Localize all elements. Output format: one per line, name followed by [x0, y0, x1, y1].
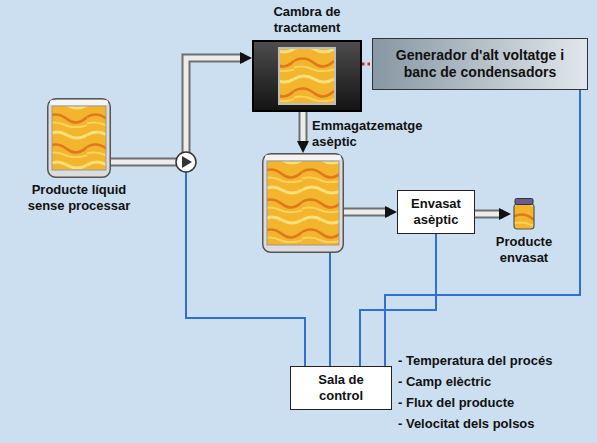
- chamber-illustration: [254, 42, 360, 110]
- tank-liquid: [52, 106, 106, 170]
- pipe-inner: [344, 210, 389, 215]
- control-wire: [360, 234, 436, 366]
- tank-symbol: [47, 98, 111, 178]
- tank-symbol: [262, 153, 344, 253]
- process-box: Envasat asèptic: [397, 190, 475, 234]
- treatment-cell: [279, 48, 335, 104]
- pipe-outer: [111, 58, 244, 162]
- chamber-node: Cambra de tractament: [252, 4, 362, 112]
- connector: [330, 253, 331, 366]
- parameter-label: - Flux del producte: [398, 392, 552, 413]
- node-label: Sala de control: [297, 372, 385, 404]
- connector: [360, 234, 436, 366]
- pump-symbol: [176, 152, 196, 172]
- connector: [475, 214, 511, 215]
- process-box: Sala de control: [290, 366, 392, 410]
- process-box: Sala de control: [290, 366, 392, 410]
- tank-liquid: [267, 161, 339, 245]
- pipe-inner: [475, 212, 503, 217]
- pump-arrow: [182, 156, 192, 168]
- node-label: Producte líquid sense processar: [12, 182, 146, 214]
- arrow-head: [111, 58, 252, 162]
- connector: [303, 112, 304, 153]
- tank-rim: [265, 155, 341, 160]
- arrow-head: [344, 212, 397, 213]
- pipe-outer: [344, 208, 389, 217]
- parameter-label: - Camp elèctric: [398, 371, 552, 392]
- node-label: Envasat asèptic: [404, 196, 468, 228]
- generator-box: Generador d'alt voltatge i banc de conde…: [372, 38, 588, 90]
- arrow-head: [303, 112, 304, 153]
- tank-node: Producte envasat: [488, 198, 560, 266]
- pipe-inner: [111, 58, 244, 162]
- parameter-label: - Velocitat dels polsos: [398, 413, 552, 434]
- tank-shell: [48, 99, 111, 178]
- tank-shell: [263, 154, 344, 253]
- packaged-jar: [513, 198, 535, 230]
- node-label: Generador d'alt voltatge i banc de conde…: [381, 47, 579, 81]
- arrow-head: [475, 214, 511, 215]
- parameter-list: - Temperatura del procés- Camp elèctric-…: [398, 350, 552, 434]
- jar-lid: [515, 199, 533, 205]
- control-wire: [329, 253, 331, 366]
- tank-node: Producte líquid sense processar: [12, 98, 146, 214]
- node-label: Cambra de tractament: [252, 4, 362, 36]
- process-box: Envasat asèptic: [397, 190, 475, 234]
- connector: [344, 212, 397, 213]
- node-label: Producte envasat: [488, 234, 560, 266]
- jar-body: [514, 204, 534, 229]
- treatment-chamber: [252, 40, 362, 112]
- pipe-outer: [475, 210, 503, 219]
- pipe-outer: [299, 112, 308, 145]
- pipe-inner: [301, 112, 306, 145]
- tank-rim: [50, 100, 108, 105]
- node-label: Emmagatzematge asèptic: [262, 118, 437, 150]
- parameter-label: - Temperatura del procés: [398, 350, 552, 371]
- connector: [111, 58, 252, 162]
- process-box: Generador d'alt voltatge i banc de conde…: [372, 38, 588, 90]
